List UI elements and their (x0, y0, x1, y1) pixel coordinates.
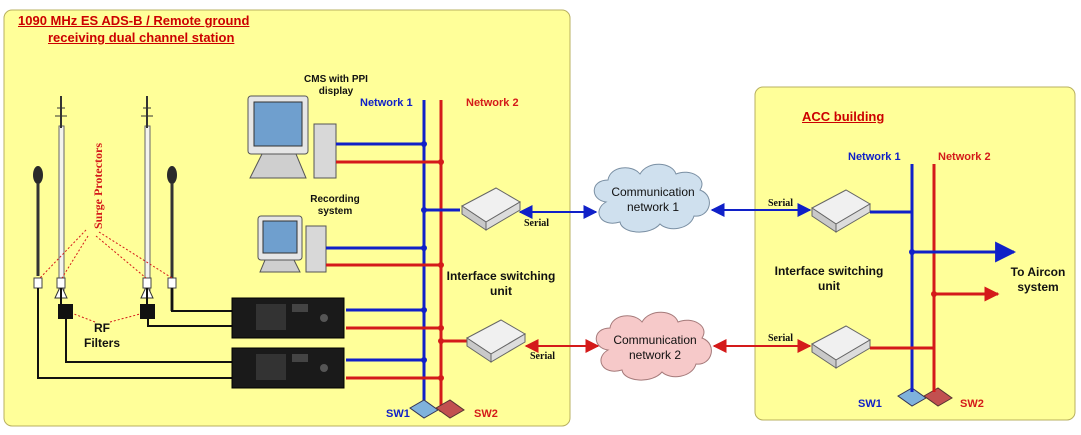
station-title-line1: 1090 MHz ES ADS-B / Remote ground (18, 13, 250, 28)
interface-switching-unit-label-line2: unit (490, 284, 512, 298)
rf-filter-2 (140, 304, 155, 319)
cloud-1-label-line2: network 1 (626, 200, 680, 214)
sw2-label: SW2 (474, 408, 498, 420)
acc-junction-dot-red (931, 291, 937, 297)
rf-filters-label-line2: Filters (83, 336, 120, 350)
cloud-network-2 (595, 311, 712, 381)
surge-protectors-label: Surge Protectors (91, 142, 105, 230)
acc-network-1-label: Network 1 (848, 151, 901, 163)
network-2-label: Network 2 (466, 97, 519, 109)
to-aircon-label-line1: To Aircon (1010, 265, 1066, 279)
acc-network-2-label: Network 2 (938, 151, 991, 163)
acc-sw1-label: SW1 (858, 398, 882, 410)
serial-label-2: Serial (530, 351, 555, 362)
recording-label-line1: Recording (310, 194, 360, 205)
serial-label-1: Serial (524, 218, 549, 229)
surge-protector-pointers (39, 229, 173, 279)
network-1-label: Network 1 (360, 97, 413, 109)
receiver-2 (231, 347, 345, 389)
rf-filters-label-line1: RF (94, 321, 110, 335)
cms-label-line1: CMS with PPI (304, 74, 368, 85)
recording-system (257, 215, 327, 273)
cloud-1-label-line1: Communication (611, 185, 695, 199)
acc-serial-label-1: Serial (768, 198, 793, 209)
acc-links (870, 210, 934, 350)
rf-filter-pointers (73, 313, 141, 323)
rf-filter-1 (58, 304, 73, 319)
antenna-cables (37, 288, 232, 379)
acc-modem-2 (811, 325, 871, 369)
recording-label-line2: system (317, 206, 353, 217)
sw1-label: SW1 (386, 408, 410, 420)
cloud-2-label-line2: network 2 (628, 348, 682, 362)
cloud-network-1 (593, 163, 710, 233)
receiver-1 (231, 297, 345, 339)
station-modem-2 (466, 319, 526, 363)
station-title-line2: receiving dual channel station (48, 30, 235, 45)
acc-building-title: ACC building (802, 109, 885, 124)
acc-interface-switching-unit-label-line2: unit (818, 279, 840, 293)
cms-label-line2: display (318, 86, 354, 97)
acc-interface-switching-unit-label-line1: Interface switching (774, 264, 884, 278)
station-junction-dots-red (438, 159, 444, 381)
to-aircon-label-line2: system (1017, 280, 1059, 294)
station-junction-dots (421, 141, 427, 363)
station-device-links (326, 142, 467, 380)
acc-sw2-label: SW2 (960, 398, 984, 410)
interface-switching-unit-label-line1: Interface switching (446, 269, 556, 283)
station-switches (409, 399, 465, 419)
acc-switches (897, 387, 953, 407)
acc-serial-label-2: Serial (768, 333, 793, 344)
acc-junction-dot-blue (909, 249, 915, 255)
cms-workstation (247, 95, 337, 179)
antenna-3 (33, 166, 43, 276)
cloud-2-label-line1: Communication (613, 333, 697, 347)
